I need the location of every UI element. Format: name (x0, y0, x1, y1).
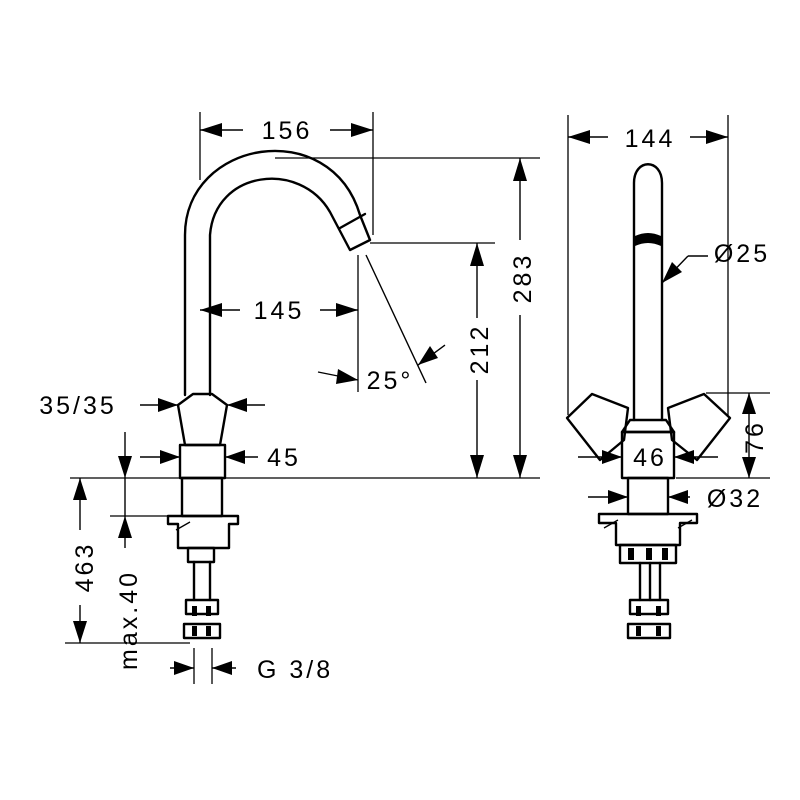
side-nut-hatch-3 (636, 626, 641, 636)
front-plate-hatch (175, 521, 191, 531)
side-thread-hatch-2 (646, 548, 652, 560)
side-nut-hatch-4 (656, 626, 661, 636)
dim-144: 144 (568, 125, 728, 153)
dim-463: 463 (71, 478, 99, 643)
side-thread-block (618, 543, 678, 565)
dim-45-label: 45 (267, 444, 301, 472)
dim-45: 45 (140, 444, 301, 472)
side-body-cap (620, 418, 676, 434)
front-body (178, 443, 227, 480)
dim-d32: Ø32 (588, 485, 763, 513)
side-handle-right (666, 392, 732, 462)
side-nut-lower (626, 622, 672, 640)
side-thread-hatch-1 (628, 548, 634, 560)
dim-max40-label: max.40 (115, 570, 143, 670)
side-nut-hatch-2 (656, 606, 661, 616)
dim-35-35: 35/35 (39, 392, 265, 420)
dim-max40: max.40 (115, 432, 143, 670)
side-spout-outlet (635, 233, 661, 246)
front-view: 156 145 25° 212 (39, 112, 540, 684)
front-mounting-plate (166, 514, 240, 550)
front-shank (180, 476, 224, 518)
front-lever-handle (176, 392, 229, 447)
dim-144-label: 144 (625, 125, 676, 153)
dim-angle-label: 25° (367, 367, 414, 395)
spout-outlet-edge (338, 212, 367, 230)
dim-g38-label: G 3/8 (257, 656, 333, 684)
side-shank (626, 476, 670, 516)
dim-283-label: 283 (509, 253, 537, 304)
dim-d32-label: Ø32 (707, 485, 763, 513)
dim-463-label: 463 (71, 542, 99, 593)
side-handle-left (565, 392, 630, 462)
dim-212: 212 (466, 243, 494, 478)
dim-156: 156 (200, 117, 373, 145)
dim-283: 283 (509, 158, 537, 478)
side-thread-hatch-3 (662, 548, 668, 560)
front-thread-hatch-3 (192, 626, 197, 636)
side-mounting-plate (597, 512, 699, 547)
dim-angle: 25° (317, 254, 446, 395)
side-nut-upper (628, 598, 670, 616)
side-plate-hatch-right (677, 519, 693, 529)
dim-46: 46 (578, 444, 718, 472)
dim-76-label: 76 (741, 420, 769, 454)
front-thread-hatch-4 (206, 626, 211, 636)
dim-156-label: 156 (262, 117, 313, 145)
dim-145-label: 145 (254, 297, 305, 325)
dim-46-label: 46 (633, 444, 667, 472)
side-plate-hatch-left (603, 519, 619, 529)
dim-145: 145 (200, 297, 358, 325)
side-view: 144 Ø25 76 46 (565, 115, 770, 640)
front-nut-lower (182, 622, 222, 640)
front-thread-hatch-1 (192, 606, 197, 616)
dim-35-35-label: 35/35 (39, 392, 117, 420)
dim-d25: Ø25 (661, 240, 770, 284)
front-spout-outline (183, 149, 372, 397)
front-thread-rod (186, 546, 216, 564)
dim-212-label: 212 (466, 324, 494, 375)
dim-d25-label: Ø25 (714, 240, 770, 268)
front-thread-hatch-2 (206, 606, 211, 616)
dim-g38: G 3/8 (170, 656, 333, 684)
side-nut-hatch-1 (636, 606, 641, 616)
side-spout-tube (632, 163, 664, 422)
dim-76: 76 (741, 393, 769, 478)
front-nut-upper (184, 598, 220, 616)
